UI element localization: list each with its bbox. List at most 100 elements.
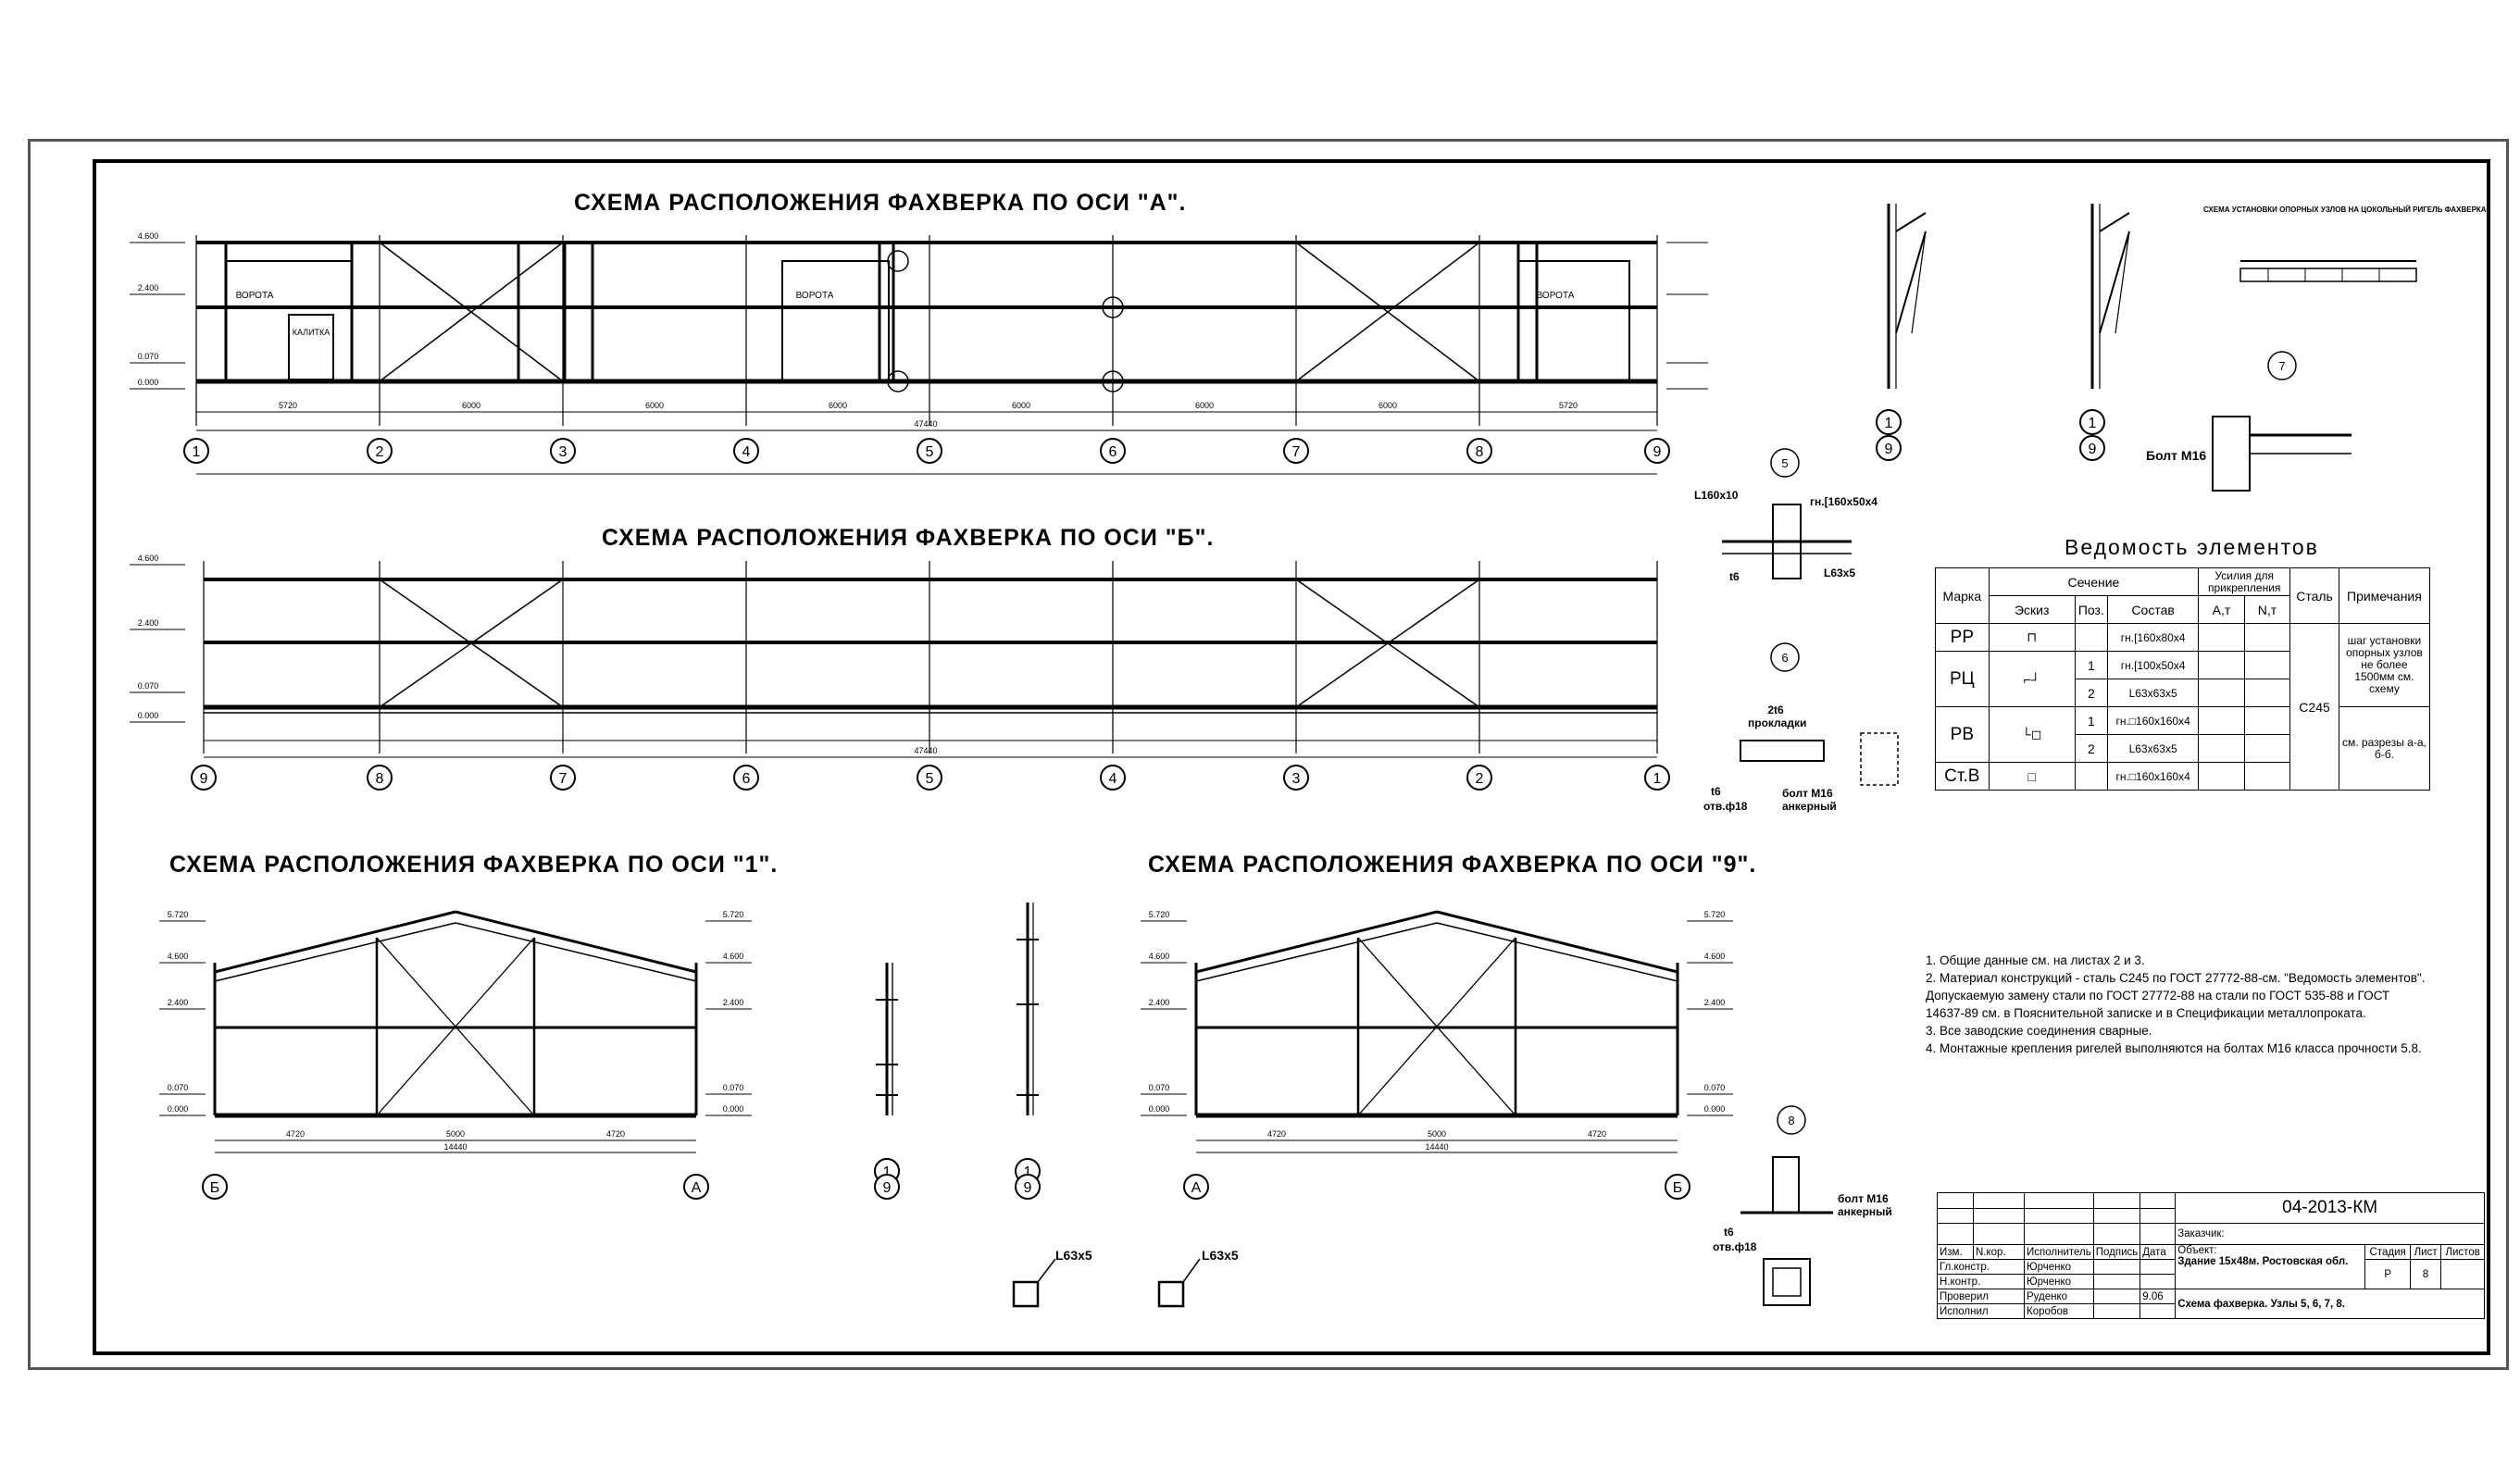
- detail-8-number: 8: [1788, 1114, 1794, 1127]
- detail-6-rail: [1740, 740, 1825, 762]
- outer-frame: [28, 139, 2509, 1370]
- th-steel: Сталь: [2289, 567, 2339, 624]
- axis-label: 4: [742, 444, 751, 460]
- elevation: 4.600: [1704, 952, 1726, 961]
- vedomost-title: Ведомость элементов: [2065, 535, 2319, 559]
- axis-label: 5: [926, 444, 934, 460]
- roof-rail: [1436, 910, 1678, 974]
- detail-7-marker: [2267, 351, 2297, 380]
- node-marker: [1102, 296, 1124, 318]
- gate: [1517, 260, 1630, 382]
- elevation: 2.400: [168, 998, 189, 1007]
- elevation: 4.600: [168, 952, 189, 961]
- section-aa-leader: [1037, 1258, 1056, 1283]
- th-note: Примечания: [2338, 567, 2431, 624]
- elevation: 0.070: [1149, 1083, 1170, 1092]
- span-dim: 5000: [446, 1129, 465, 1139]
- support-bar: [2239, 268, 2417, 282]
- roof-rail: [455, 910, 697, 974]
- elevation: 4.600: [723, 952, 744, 961]
- axis-label: Б: [1673, 1180, 1683, 1196]
- node-marker: [1102, 370, 1124, 392]
- sketch-pc-icon: ⌐┘: [1988, 651, 2076, 707]
- roof-rail2: [1195, 922, 1438, 982]
- node-marker: [887, 370, 909, 392]
- span-dim: 4720: [1267, 1129, 1286, 1139]
- table-row: РЦ ⌐┘ 1 гн.[100x50x4: [1935, 651, 2430, 707]
- detail6-plates-label: 2t6 прокладки: [1748, 704, 1807, 729]
- axis-label: 6: [1109, 444, 1117, 460]
- table-row: Ст.В □ гн.□160x160x4: [1935, 762, 2430, 791]
- axis-bubble: [2079, 435, 2105, 461]
- roof-rail2: [455, 922, 697, 982]
- axis-bubble: [183, 438, 209, 464]
- total-dim: 14440: [443, 1142, 467, 1152]
- gate-label: ВОРОТА: [796, 291, 834, 301]
- table-row: РР ⊓ гн.[160x80x4 С245 шаг установки опо…: [1935, 623, 2431, 791]
- elevation: 4.600: [138, 231, 159, 241]
- detail6-hole-label: отв.ф18: [1703, 800, 1748, 813]
- brace: [1357, 937, 1516, 1116]
- axis-label: 2: [1476, 771, 1484, 787]
- roof-rail2: [214, 922, 456, 982]
- elevation: 0.070: [138, 681, 159, 691]
- section-bb-tube: [1157, 1280, 1185, 1308]
- axis-bubble: [2079, 409, 2105, 435]
- axis-label: 6: [742, 771, 751, 787]
- brace: [379, 579, 564, 708]
- sections: 119191919: [874, 204, 2417, 1200]
- elevation: 0.070: [168, 1083, 189, 1092]
- sketch-pb-icon: └◻: [1988, 706, 2076, 763]
- axis-bubble: [191, 765, 217, 791]
- detail5-angle-label: L160x10: [1694, 489, 1739, 502]
- axis-bubble: [683, 1174, 709, 1200]
- wicket: [288, 314, 334, 380]
- axis-label: 9: [883, 1180, 892, 1196]
- gate: [781, 260, 890, 382]
- detail8-plate-label: t6: [1724, 1226, 1734, 1239]
- axis-bubble: [1876, 435, 1902, 461]
- sketch-stv-icon: □: [1988, 762, 2076, 791]
- span-dim: 6000: [462, 401, 480, 410]
- detail-5-number: 5: [1781, 456, 1788, 470]
- axis-label: А: [1191, 1180, 1202, 1196]
- axis-label: 9: [1653, 444, 1662, 460]
- axis-bubble: [367, 765, 393, 791]
- elevation: 0.000: [138, 711, 159, 720]
- axis-bubble: [917, 438, 942, 464]
- th-at: А,т: [2198, 595, 2245, 624]
- detail7-bolt-label: Болт М16: [2146, 448, 2207, 463]
- axis-bubble: [1644, 765, 1670, 791]
- general-notes: 1. Общие данные см. на листах 2 и 3. 2. …: [1926, 952, 2426, 1057]
- span-dim: 6000: [1012, 401, 1030, 410]
- detail6-bolt-label: болт М16 анкерный: [1782, 787, 1837, 813]
- elevation: 2.400: [138, 283, 159, 293]
- span-dim: 4720: [606, 1129, 625, 1139]
- table-row: РВ └◻ 1 гн.□160x160x4 см. разрезы а-а, б…: [1935, 706, 2431, 791]
- knee-brace: [2115, 230, 2130, 334]
- note-1: шаг установки опорных узлов не более 150…: [2338, 623, 2431, 707]
- node-marker: [887, 250, 909, 272]
- elevation: 4.600: [1149, 952, 1170, 961]
- detail-6-foundation: [1860, 732, 1899, 786]
- axis-label: 9: [200, 771, 208, 787]
- span-dim: 5720: [1559, 401, 1578, 410]
- axis-label: 8: [376, 771, 384, 787]
- knee-brace: [2099, 230, 2130, 334]
- elevation: 4.600: [138, 554, 159, 563]
- axis-label: 9: [1885, 442, 1893, 457]
- roof-support: [2099, 212, 2130, 232]
- axis-label: 3: [559, 444, 568, 460]
- span-dim: 6000: [1195, 401, 1214, 410]
- elevation: 2.400: [1149, 998, 1170, 1007]
- th-pos: Поз.: [2074, 595, 2109, 624]
- brace: [376, 937, 535, 1116]
- axis-label: 8: [1476, 444, 1484, 460]
- elevation: 5.720: [1149, 910, 1170, 919]
- detail-8-tube: [1772, 1267, 1802, 1297]
